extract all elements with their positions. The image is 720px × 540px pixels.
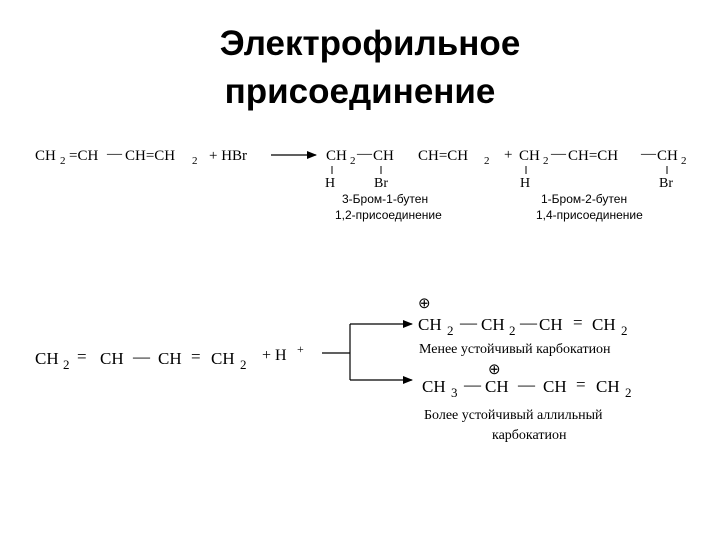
r2-end-sub: 2 [240,357,247,372]
lower-end-sub: 2 [625,385,632,400]
p2-bond2: — [640,146,657,162]
p2-name: 1-Бром-2-бутен [541,192,627,206]
upper-ch-b: CH [539,315,563,334]
p2-bond: — [550,146,567,162]
lower-ch3: CH [422,377,446,396]
upper-caption: Менее устойчивый карбокатион [419,342,611,357]
reaction2-reactant: CH 2 = CH — CH = CH 2 + H + [35,342,304,372]
r2-ch2-sub: 2 [63,357,70,372]
p1-ch2-sub: 2 [350,155,356,167]
p2-h: H [520,176,530,191]
lower-eq: = [576,375,586,394]
upper-bond2: — [519,313,538,332]
p1-bond: — [356,146,373,162]
lower-bond1: — [463,375,482,394]
lower-bond2: — [517,375,536,394]
lower-ch-b: CH [543,377,567,396]
r1-reagent-hbr: + HBr [209,148,247,164]
reaction1-reactant: CH 2 =CH — CH=CH 2 + HBr [35,146,247,167]
p2-ch-eq-ch: CH=CH [568,148,618,164]
p2-plus: + [504,147,512,163]
p1-ch-eq-ch: CH=CH [418,148,468,164]
r1-reactant-end-sub: 2 [192,155,198,167]
r2-bond: — [132,347,151,366]
upper-charge-icon: ⊕ [418,296,431,312]
upper-ch: CH [418,315,442,334]
upper-end-ch2: CH [592,315,616,334]
r1-reactant-ch-eq-ch: CH=CH [125,148,175,164]
r2-ch2: CH [35,349,59,368]
upper-end-sub: 2 [621,323,628,338]
page-title-line1: Электрофильное [219,24,521,63]
r1-reactant-bond: — [106,146,123,162]
p1-ch: CH [373,148,394,164]
page-title-line2: присоединение [224,72,496,111]
r2-ch-a: CH [100,349,124,368]
r2-ch-b: CH [158,349,182,368]
lower-caption-line2: карбокатион [492,428,567,443]
lower-caption-line1: Более устойчивый аллильный [424,408,603,423]
p2-end-ch2: CH [657,148,678,164]
upper-bond1: — [459,313,478,332]
upper-ch-sub: 2 [447,323,454,338]
p2-br: Br [659,176,673,191]
upper-eq: = [573,313,583,332]
p2-ch2-sub: 2 [543,155,549,167]
r2-branch-arrows [322,320,413,384]
r2-eq2: = [191,347,201,366]
p2-ch2: CH [519,148,540,164]
p2-addition-type: 1,4-присоединение [536,208,643,222]
upper-ch2: CH [481,315,505,334]
r2-eq1: = [77,347,87,366]
p1-br: Br [374,176,388,191]
reaction1-product1: CH 2 — CH CH=CH 2 H Br 3-Бром-1-бутен 1,… [325,146,490,222]
lower-ch-a: CH [485,377,509,396]
p1-h: H [325,176,335,191]
upper-ch2-sub: 2 [509,323,516,338]
r2-end-ch2: CH [211,349,235,368]
p2-end-sub: 2 [681,155,687,167]
lower-ch3-sub: 3 [451,385,458,400]
p1-name: 3-Бром-1-бутен [342,192,428,206]
lower-charge-icon: ⊕ [488,362,501,378]
r1-reactant-ch2: CH [35,148,56,164]
r1-reactant-eq-ch: =CH [69,148,98,164]
p1-end-sub: 2 [484,155,490,167]
lower-carbocation: ⊕ CH 3 — CH — CH = CH 2 Более устойчивый… [422,362,632,443]
reaction1-product2: + CH 2 — CH=CH — CH 2 H Br 1-Бром-2-буте… [504,146,687,222]
upper-carbocation: ⊕ CH 2 — CH 2 — CH = CH 2 Менее устойчив… [418,296,628,357]
r2-reagent-plus: + [297,342,304,356]
lower-end-ch2: CH [596,377,620,396]
p1-addition-type: 1,2-присоединение [335,208,442,222]
r1-reactant-ch2-sub: 2 [60,155,66,167]
p1-ch2: CH [326,148,347,164]
r2-reagent-h: + H [262,347,287,364]
